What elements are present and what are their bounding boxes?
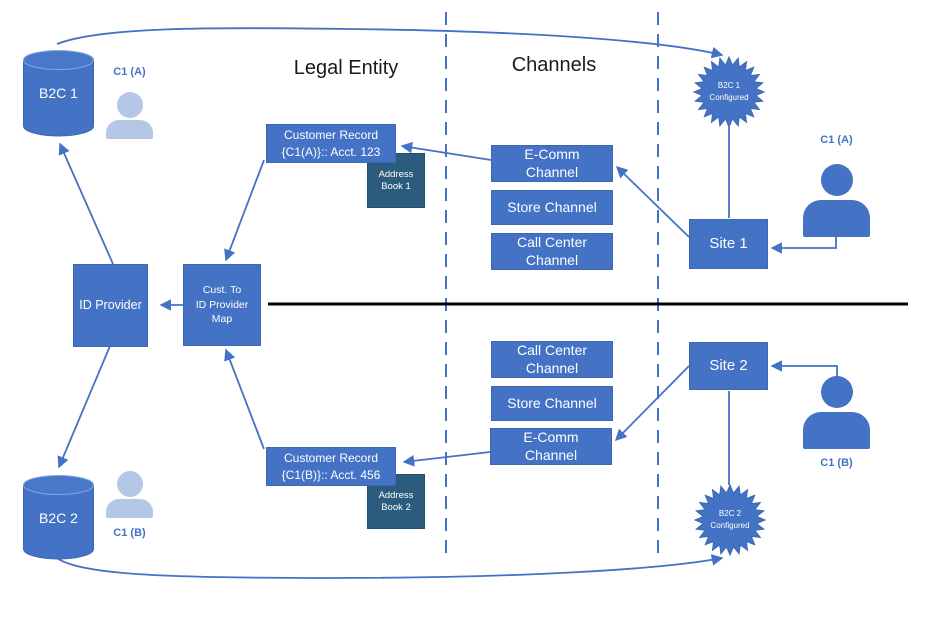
- person-body: [106, 499, 153, 518]
- id-provider-box: ID Provider: [73, 264, 148, 347]
- starburst-icon: [692, 55, 766, 129]
- address-book-1-line2: Book 1: [381, 180, 411, 192]
- customer-record-1-line2: {C1(A)}:: Acct. 123: [281, 144, 381, 159]
- cust-to-idprovider-map-box: Cust. To ID Provider Map: [183, 264, 261, 346]
- arrow-b2c1-to-configured: [56, 27, 724, 59]
- database-icon: [23, 475, 94, 560]
- callcenter-channel-bottom-box: Call Center Channel: [491, 341, 613, 378]
- user-icon: [803, 376, 870, 449]
- heading-legal-entity: Legal Entity: [293, 57, 399, 79]
- callcenter-channel-bottom-label: Call Center Channel: [516, 342, 588, 376]
- user-icon: [803, 164, 870, 237]
- address-book-2-line1: Address: [378, 489, 414, 501]
- arrow-idprovider-to-b2c1: [58, 142, 114, 265]
- b2c1-label: B2C 1: [39, 85, 78, 101]
- starburst-icon: [693, 483, 767, 557]
- store-channel-top-box: Store Channel: [491, 190, 613, 225]
- user-a-right-label: C1 (A): [820, 134, 853, 146]
- ecomm-channel-bottom-label: E-Comm Channel: [523, 429, 579, 463]
- arrow-ecomm1-to-record1: [400, 141, 492, 161]
- b2c2-database: B2C 2: [22, 474, 95, 560]
- b2c1-database: B2C 1: [22, 49, 95, 137]
- customer-record-2-line2: {C1(B)}:: Acct. 456: [281, 467, 381, 482]
- b2c2-configured-badge: B2C 2 Configured: [693, 483, 767, 557]
- user-icon: [106, 471, 153, 518]
- arrow-record1-to-map: [224, 159, 265, 262]
- site2-label: Site 2: [709, 356, 748, 374]
- arrow-b2c2-to-configured: [56, 554, 724, 579]
- site1-box: Site 1: [689, 219, 768, 269]
- arrow-site1-to-ecomm1: [615, 165, 690, 238]
- badge-2-line1: B2C 2: [718, 509, 742, 518]
- arrow-userb-to-site2: [770, 360, 838, 377]
- badge-2-text: B2C 2 Configured: [694, 508, 766, 532]
- badge-1-line2: Configured: [709, 93, 749, 102]
- store-channel-top-label: Store Channel: [507, 198, 597, 215]
- ecomm-channel-top-box: E-Comm Channel: [491, 145, 613, 182]
- store-channel-bottom-label: Store Channel: [507, 394, 597, 411]
- arrow-site2-to-ecomm2: [614, 365, 690, 442]
- user-b-right-label: C1 (B): [820, 457, 853, 469]
- customer-record-2-box: Customer Record {C1(B)}:: Acct. 456: [266, 447, 396, 486]
- heading-channels: Channels: [511, 54, 597, 76]
- person-body: [803, 412, 870, 449]
- person-head: [820, 376, 853, 408]
- b2c2-label: B2C 2: [39, 510, 78, 526]
- map-label-line2: ID Provider: [195, 298, 249, 311]
- map-label-line3: Map: [211, 313, 233, 326]
- user-b-left-label: C1 (B): [113, 527, 146, 539]
- address-book-1-line1: Address: [378, 168, 414, 180]
- customer-record-1-box: Customer Record {C1(A)}:: Acct. 123: [266, 124, 396, 163]
- callcenter-channel-top-label: Call Center Channel: [516, 234, 588, 268]
- site2-box: Site 2: [689, 342, 768, 390]
- badge-1-text: B2C 1 Configured: [693, 80, 765, 104]
- arrow-ecomm2-to-record2: [402, 451, 491, 467]
- b2c1-configured-badge: B2C 1 Configured: [692, 55, 766, 129]
- callcenter-channel-top-box: Call Center Channel: [491, 233, 613, 270]
- id-provider-label: ID Provider: [79, 297, 142, 312]
- customer-record-1-line1: Customer Record: [283, 128, 379, 143]
- person-body: [803, 200, 870, 237]
- ecomm-channel-top-label: E-Comm Channel: [524, 146, 580, 180]
- user-a-left-label: C1 (A): [113, 66, 146, 78]
- badge-1-line1: B2C 1: [717, 81, 741, 90]
- person-head: [116, 471, 143, 497]
- store-channel-bottom-box: Store Channel: [491, 386, 613, 421]
- database-icon: [23, 50, 94, 137]
- badge-2-line2: Configured: [710, 521, 750, 530]
- arrow-record2-to-map: [224, 348, 265, 450]
- person-body: [106, 120, 153, 139]
- user-icon: [106, 92, 153, 139]
- customer-record-2-line1: Customer Record: [283, 451, 379, 466]
- arrow-usera-to-site1: [770, 237, 837, 254]
- person-head: [116, 92, 143, 118]
- map-label-line1: Cust. To: [202, 283, 242, 296]
- ecomm-channel-bottom-box: E-Comm Channel: [490, 428, 612, 465]
- site1-label: Site 1: [709, 234, 748, 252]
- arrow-idprovider-to-b2c2: [57, 345, 111, 469]
- address-book-2-line2: Book 2: [381, 501, 411, 513]
- person-head: [820, 164, 853, 196]
